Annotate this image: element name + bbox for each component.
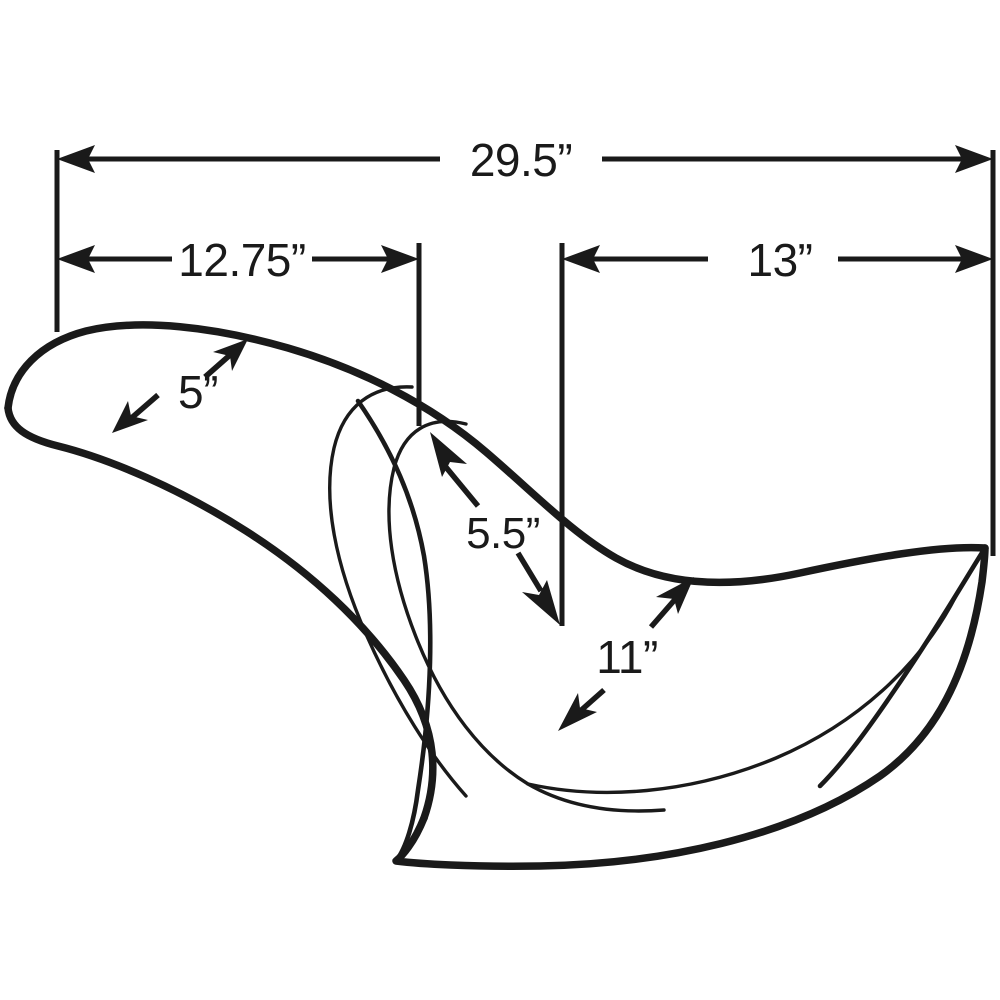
dimension-passenger-length: 13”	[562, 234, 993, 286]
dimension-label-rider-width: 5”	[178, 366, 218, 418]
dimension-label-rider-length: 12.75”	[178, 234, 305, 286]
dimension-label-overall-length: 29.5”	[470, 134, 572, 186]
seat-skirt-inner-line	[355, 398, 433, 864]
seat-outline-group	[4, 321, 989, 870]
rider-bucket-outer-contour	[328, 385, 468, 798]
arrow-head-passenger-left	[562, 245, 600, 273]
rider-bucket-inner-contour	[387, 419, 666, 813]
dimension-label-rider-seat-width: 5.5”	[466, 509, 540, 558]
seat-front-nose-underside	[4, 404, 437, 822]
arrow-head-rider-width-lower	[112, 401, 148, 433]
dimension-label-passenger-width: 11”	[596, 631, 658, 683]
arrow-head-rider-seat-lower	[522, 580, 560, 625]
dimension-rider-length: 12.75”	[57, 234, 419, 286]
dimension-rider-seat-width: 5.5”	[430, 432, 560, 625]
arrow-head-overall-right	[955, 145, 993, 173]
seat-top-profile	[4, 321, 989, 587]
arrow-head-overall-left	[57, 145, 95, 173]
extension-lines-group	[54, 150, 996, 626]
arrow-head-rider-left	[57, 245, 95, 273]
leader-line-rider-seat-lower	[515, 551, 544, 593]
dimension-overall-length: 29.5”	[57, 134, 993, 186]
seat-tail-inner-edge	[817, 545, 988, 789]
arrow-head-rider-right	[381, 245, 419, 273]
seat-bottom-profile	[392, 544, 989, 870]
leader-line-passenger-width-upper	[648, 594, 681, 629]
dimension-label-passenger-length: 13”	[748, 234, 813, 286]
leader-line-rider-seat-upper	[442, 464, 481, 508]
arrow-head-passenger-right	[955, 245, 993, 273]
arrow-head-rider-seat-upper	[430, 432, 467, 477]
dimension-passenger-width: 11”	[558, 577, 694, 731]
arrow-head-passenger-width-lower	[558, 693, 597, 731]
passenger-pan-contour	[526, 594, 958, 795]
dimension-rider-width: 5”	[112, 339, 248, 433]
arrow-head-rider-width-upper	[213, 339, 248, 371]
arrow-head-passenger-width-upper	[656, 577, 694, 614]
